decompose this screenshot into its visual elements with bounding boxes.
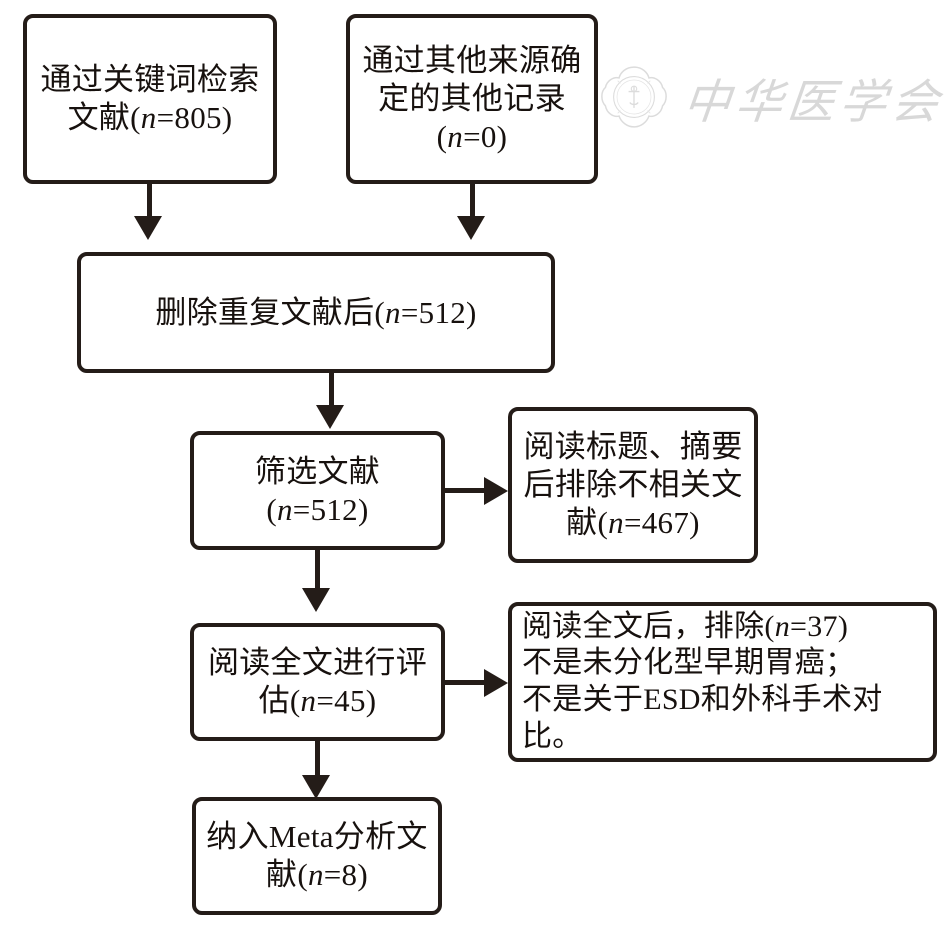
node-label: 通过其他来源确定的其他记录(n=0) — [362, 43, 582, 154]
arrow-down-icon — [302, 588, 330, 612]
node-records-excluded-title-abstract: 阅读标题、摘要后排除不相关文献(n=467) — [508, 407, 758, 563]
node-studies-included-meta-analysis: 纳入Meta分析文献(n=8) — [192, 797, 442, 915]
watermark: 中华医学会 — [600, 52, 945, 142]
node-records-identified-other-sources: 通过其他来源确定的其他记录(n=0) — [346, 14, 598, 184]
node-label: 通过关键词检索文献(n=805) — [40, 62, 260, 135]
node-label: 筛选文献(n=512) — [254, 453, 381, 527]
arrow-right-icon — [484, 669, 508, 697]
node-records-screened: 筛选文献(n=512) — [190, 431, 445, 550]
node-records-after-duplicates-removed: 删除重复文献后(n=512) — [77, 252, 555, 373]
connector-search-to-dedup — [147, 184, 152, 222]
connector-fulltext-to-exclude2 — [445, 680, 491, 685]
connector-screen-to-fulltext — [315, 550, 320, 594]
arrow-down-icon — [134, 216, 162, 240]
node-records-identified-database: 通过关键词检索文献(n=805) — [23, 14, 277, 184]
connector-other-to-dedup — [470, 184, 475, 222]
node-label: 阅读全文进行评估(n=45) — [207, 645, 428, 718]
watermark-text: 中华医学会 — [680, 74, 945, 130]
circular-seal-icon — [601, 66, 667, 128]
node-full-text-articles-excluded: 阅读全文后，排除(n=37)不是未分化型早期胃癌；不是关于ESD和外科手术对比。 — [508, 602, 937, 762]
arrow-right-icon — [484, 477, 508, 505]
arrow-down-icon — [316, 405, 344, 429]
node-label: 删除重复文献后(n=512) — [155, 294, 477, 330]
node-label: 阅读标题、摘要后排除不相关文献(n=467) — [523, 429, 743, 540]
connector-fulltext-to-included — [315, 741, 320, 783]
node-full-text-articles-assessed: 阅读全文进行评估(n=45) — [190, 623, 445, 741]
node-label: 纳入Meta分析文献(n=8) — [206, 819, 428, 892]
arrow-down-icon — [457, 216, 485, 240]
node-label: 阅读全文后，排除(n=37)不是未分化型早期胃癌；不是关于ESD和外科手术对比。 — [522, 609, 883, 753]
connector-dedup-to-screen — [329, 373, 334, 411]
arrow-down-icon — [302, 775, 330, 799]
connector-screen-to-exclude1 — [445, 488, 491, 493]
